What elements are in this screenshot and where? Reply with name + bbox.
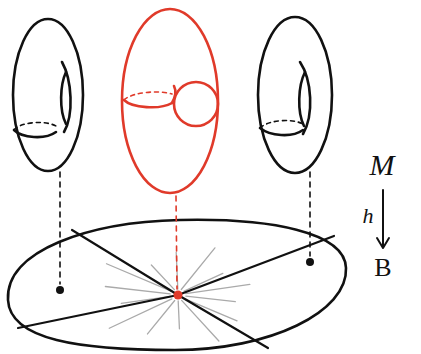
- ray-line: [147, 300, 174, 333]
- projection-line: [59, 172, 61, 284]
- arrow-head: [377, 238, 389, 248]
- map-label: h: [363, 205, 374, 227]
- ray-line: [178, 301, 179, 329]
- torus-fiber: [258, 17, 332, 173]
- ray-line: [182, 300, 219, 341]
- projection-line: [176, 196, 177, 289]
- projection-arrow: [382, 190, 384, 246]
- projection-line: [309, 172, 311, 256]
- torus-fiber: [13, 19, 83, 171]
- space-label: M: [370, 150, 395, 180]
- base-label: B: [374, 255, 391, 281]
- singular-point: [174, 291, 183, 300]
- singular-fiber: [122, 9, 218, 193]
- base-point: [56, 286, 64, 294]
- ray-line: [107, 264, 172, 292]
- base-point: [306, 258, 314, 266]
- ray-line: [184, 299, 237, 321]
- ray-line: [186, 296, 235, 302]
- base-line: [72, 230, 268, 348]
- ray-line: [105, 287, 170, 294]
